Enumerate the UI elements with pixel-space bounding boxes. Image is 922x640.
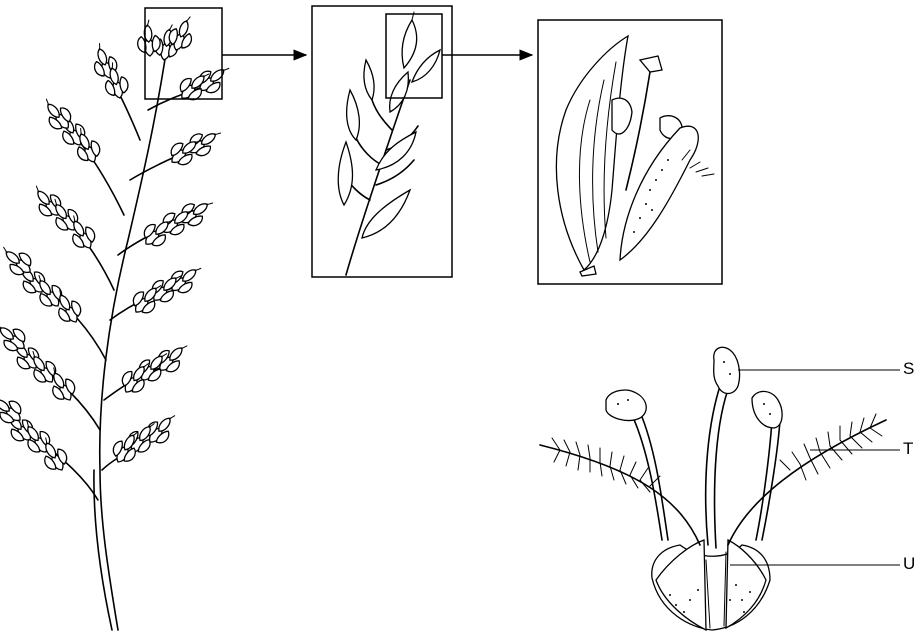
label-t: T: [903, 439, 913, 459]
spikelet-branch-panel: [312, 6, 452, 277]
grass-panicle: [0, 12, 235, 630]
label-s: S: [903, 359, 914, 379]
label-u: U: [903, 554, 915, 574]
flower-detail: [540, 347, 886, 630]
floret-panel: [538, 20, 722, 284]
